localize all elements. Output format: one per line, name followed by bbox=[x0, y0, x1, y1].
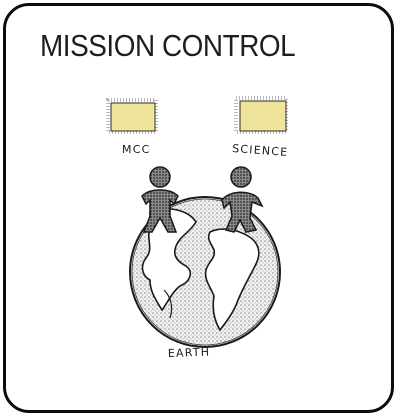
earth-label: EARTH bbox=[168, 346, 211, 360]
earth-globe-icon bbox=[129, 196, 281, 348]
mcc-label: MCC bbox=[122, 143, 150, 156]
person-right-icon bbox=[221, 166, 264, 233]
science-screen-icon bbox=[234, 96, 288, 134]
science-label: SCIENCE bbox=[232, 142, 289, 159]
person-left-icon bbox=[141, 166, 179, 233]
mcc-screen-icon bbox=[106, 98, 158, 134]
page-title: MISSION CONTROL bbox=[40, 28, 296, 63]
